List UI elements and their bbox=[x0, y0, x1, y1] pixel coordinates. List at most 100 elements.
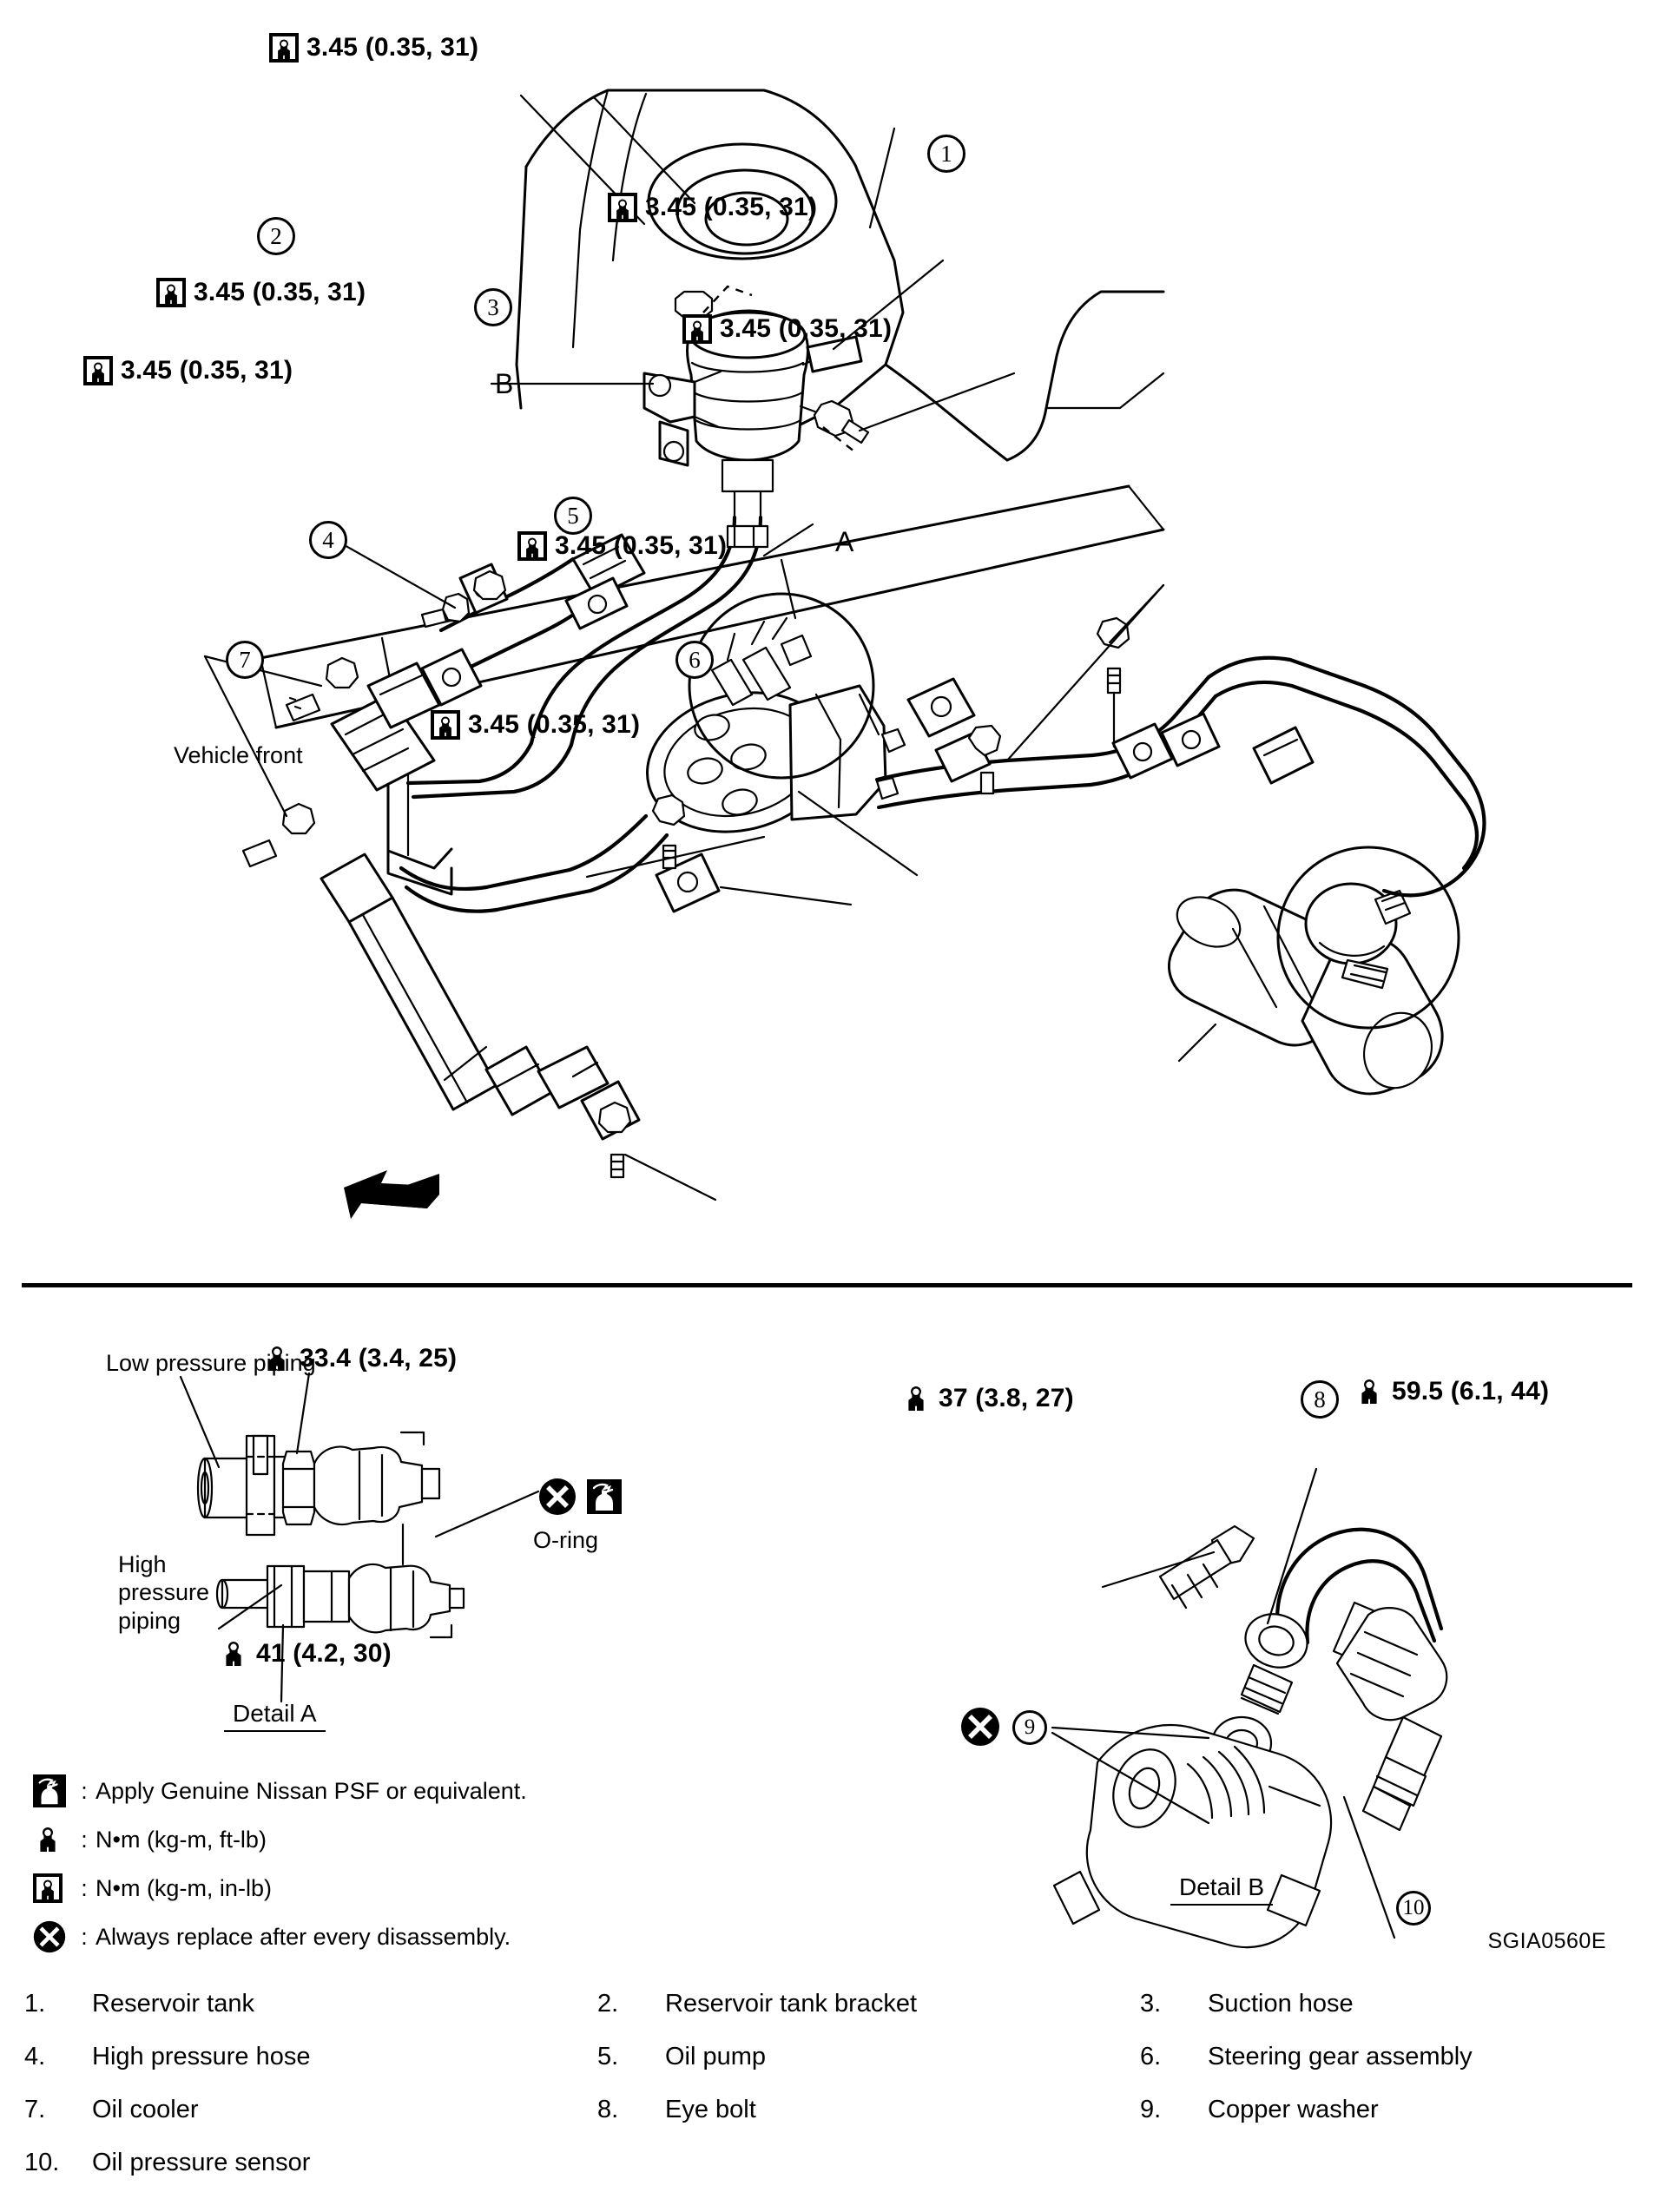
part-number: 10. bbox=[24, 2149, 60, 2176]
torque-in-lb-icon bbox=[431, 710, 460, 740]
part-name: Steering gear assembly bbox=[1208, 2043, 1473, 2070]
part-callout-1: 1 bbox=[927, 135, 965, 173]
part-number: 1. bbox=[24, 1990, 46, 2018]
part-callout-6: 6 bbox=[675, 641, 714, 679]
torque-ft-lb-icon bbox=[1354, 1377, 1384, 1406]
part-callout-4: 4 bbox=[309, 521, 347, 559]
high-pressure-line-3: piping bbox=[118, 1607, 181, 1634]
torque-spec-value: 3.45 (0.35, 31) bbox=[645, 193, 818, 221]
torque-spec-center-lower: 3.45 (0.35, 31) bbox=[517, 531, 727, 561]
detail-b-torque-right: 59.5 (6.1, 44) bbox=[1354, 1377, 1549, 1406]
torque-spec-value: 3.45 (0.35, 31) bbox=[194, 278, 366, 306]
parts-list-item: 10. Oil pressure sensor bbox=[24, 2149, 597, 2177]
legend-item-psf: : Apply Genuine Nissan PSF or equivalent… bbox=[33, 1767, 527, 1815]
part-callout-3: 3 bbox=[474, 288, 512, 326]
parts-row: 1. Reservoir tank 2. Reservoir tank brac… bbox=[24, 1990, 1631, 2043]
section-divider bbox=[22, 1283, 1632, 1287]
torque-in-lb-icon bbox=[83, 356, 113, 385]
zone-marker-a: A bbox=[835, 526, 854, 557]
parts-list-item: 4. High pressure hose bbox=[24, 2043, 597, 2071]
part-number: 5. bbox=[597, 2043, 619, 2070]
parts-list-item: 3. Suction hose bbox=[1140, 1990, 1626, 2018]
part-name: Oil pressure sensor bbox=[92, 2149, 311, 2176]
legend-text: N•m (kg-m, in-lb) bbox=[96, 1874, 272, 1901]
part-name: Oil pump bbox=[665, 2043, 767, 2070]
torque-spec-value: 59.5 (6.1, 44) bbox=[1392, 1377, 1550, 1406]
torque-spec-upper-right: 3.45 (0.35, 31) bbox=[608, 193, 817, 222]
part-number: 3. bbox=[1140, 1990, 1162, 2018]
legend-colon: : bbox=[81, 1826, 88, 1853]
replace-always-icon bbox=[960, 1707, 1000, 1747]
part-number: 2. bbox=[597, 1990, 619, 2018]
part-name: Suction hose bbox=[1208, 1990, 1354, 2018]
high-pressure-line-1: High bbox=[118, 1551, 167, 1577]
part-name: Reservoir tank bracket bbox=[665, 1990, 918, 2018]
torque-spec-value: 33.4 (3.4, 25) bbox=[300, 1344, 458, 1373]
torque-spec-left-upper: 3.45 (0.35, 31) bbox=[156, 278, 366, 307]
detail-a-torque-top: 33.4 (3.4, 25) bbox=[262, 1344, 457, 1373]
legend-colon: : bbox=[81, 1777, 88, 1804]
torque-in-lb-icon bbox=[269, 33, 299, 63]
torque-spec-value: 41 (4.2, 30) bbox=[256, 1639, 392, 1668]
torque-in-lb-icon bbox=[608, 193, 637, 222]
part-name: Oil cooler bbox=[92, 2096, 199, 2123]
part-name: Eye bolt bbox=[665, 2096, 756, 2123]
torque-in-lb-icon bbox=[33, 1873, 73, 1903]
parts-list: 1. Reservoir tank 2. Reservoir tank brac… bbox=[24, 1990, 1631, 2202]
torque-in-lb-icon bbox=[682, 314, 712, 344]
part-number: 4. bbox=[24, 2043, 46, 2070]
replace-always-icon bbox=[538, 1478, 577, 1516]
parts-list-item: 5. Oil pump bbox=[597, 2043, 1140, 2071]
detail-a-oring-markers bbox=[538, 1478, 622, 1516]
part-callout-5: 5 bbox=[554, 497, 592, 535]
torque-spec-value: 3.45 (0.35, 31) bbox=[555, 531, 728, 560]
torque-spec-top: 3.45 (0.35, 31) bbox=[269, 33, 478, 63]
detail-b-caption: Detail B bbox=[1170, 1873, 1274, 1906]
legend-colon: : bbox=[81, 1874, 88, 1901]
legend-item-torque-ft-lb: : N•m (kg-m, ft-lb) bbox=[33, 1815, 527, 1864]
high-pressure-line-2: pressure bbox=[118, 1579, 210, 1606]
torque-ft-lb-icon bbox=[901, 1384, 931, 1413]
part-callout-8: 8 bbox=[1301, 1380, 1339, 1419]
parts-row: 10. Oil pressure sensor bbox=[24, 2149, 1631, 2202]
part-name: High pressure hose bbox=[92, 2043, 311, 2070]
part-number: 6. bbox=[1140, 2043, 1162, 2070]
legend-text: Always replace after every disassembly. bbox=[96, 1923, 511, 1950]
parts-row: 4. High pressure hose 5. Oil pump 6. Ste… bbox=[24, 2043, 1631, 2096]
apply-psf-icon bbox=[33, 1774, 73, 1807]
legend-item-torque-in-lb: : N•m (kg-m, in-lb) bbox=[33, 1864, 527, 1912]
torque-in-lb-icon bbox=[156, 278, 186, 307]
parts-list-item: 9. Copper washer bbox=[1140, 2096, 1626, 2124]
drawing-code: SGIA0560E bbox=[1487, 1929, 1606, 1953]
torque-spec-value: 37 (3.8, 27) bbox=[939, 1384, 1074, 1412]
part-callout-2: 2 bbox=[257, 217, 295, 255]
legend-item-replace: : Always replace after every disassembly… bbox=[33, 1912, 527, 1961]
torque-spec-value: 3.45 (0.35, 31) bbox=[306, 33, 479, 62]
part-callout-9: 9 bbox=[1012, 1710, 1047, 1745]
torque-in-lb-icon bbox=[517, 531, 547, 561]
part-number: 7. bbox=[24, 2096, 46, 2123]
detail-a-torque-bottom: 41 (4.2, 30) bbox=[219, 1639, 392, 1669]
main-assembly-artwork bbox=[203, 89, 1486, 1219]
legend: : Apply Genuine Nissan PSF or equivalent… bbox=[33, 1767, 527, 1961]
part-number: 8. bbox=[597, 2096, 619, 2123]
torque-spec-value: 3.45 (0.35, 31) bbox=[720, 314, 893, 343]
detail-a-oring-label: O-ring bbox=[533, 1527, 599, 1553]
part-name: Reservoir tank bbox=[92, 1990, 254, 2018]
parts-row: 7. Oil cooler 8. Eye bolt 9. Copper wash… bbox=[24, 2096, 1631, 2149]
parts-list-item: 8. Eye bolt bbox=[597, 2096, 1140, 2124]
parts-list-item: 6. Steering gear assembly bbox=[1140, 2043, 1626, 2071]
legend-colon: : bbox=[81, 1923, 88, 1950]
vehicle-front-label: Vehicle front bbox=[174, 742, 303, 768]
torque-spec-value: 3.45 (0.35, 31) bbox=[121, 356, 293, 385]
torque-spec-left-lower: 3.45 (0.35, 31) bbox=[83, 356, 293, 385]
legend-text: Apply Genuine Nissan PSF or equivalent. bbox=[96, 1777, 527, 1804]
torque-spec-right: 3.45 (0.35, 31) bbox=[682, 314, 892, 344]
detail-a-high-pressure-label: High pressure piping bbox=[118, 1550, 209, 1635]
torque-spec-value: 3.45 (0.35, 31) bbox=[468, 710, 641, 739]
torque-ft-lb-icon bbox=[219, 1639, 248, 1669]
part-name: Copper washer bbox=[1208, 2096, 1379, 2123]
part-number: 9. bbox=[1140, 2096, 1162, 2123]
apply-psf-icon bbox=[587, 1479, 622, 1514]
